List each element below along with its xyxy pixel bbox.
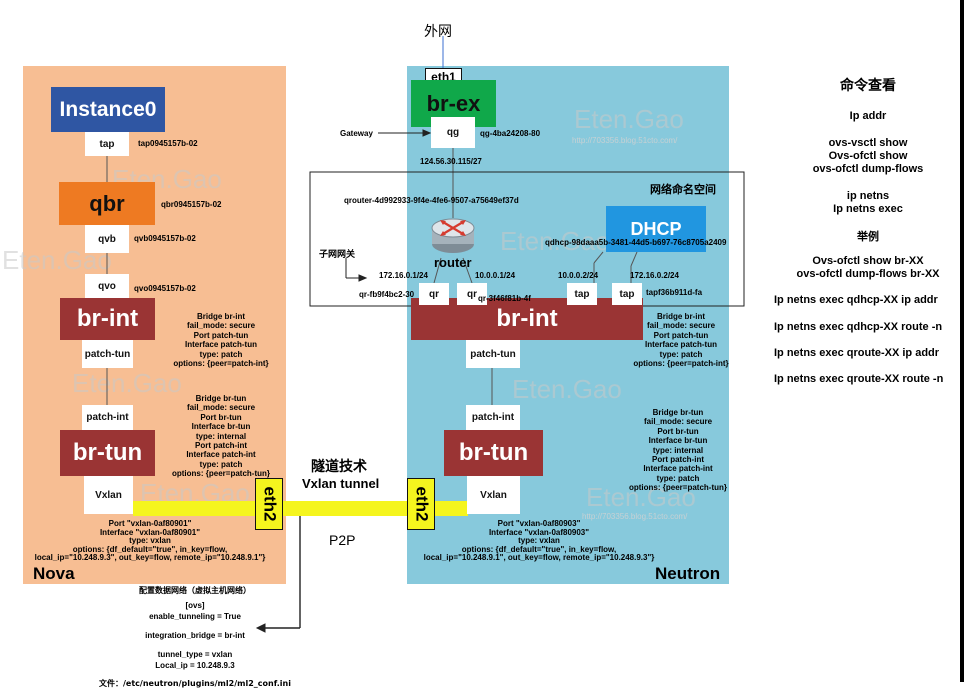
link-dhcp-tap2 bbox=[630, 251, 638, 267]
namespace-title: 网络命名空间 bbox=[650, 183, 716, 196]
nova-tap-port[interactable]: tap bbox=[85, 132, 129, 156]
qg-port[interactable]: qg bbox=[431, 117, 475, 148]
subnet-gateway-label: 子网网关 bbox=[319, 250, 356, 260]
link-dhcp-tap1 bbox=[593, 251, 604, 264]
nova-tap-id: tap0945157b-02 bbox=[138, 139, 198, 148]
tap2-id: tapf36b911d-fa bbox=[646, 288, 703, 297]
qg-id: qg-4ba24208-80 bbox=[480, 129, 541, 138]
config-note: 配置数据网络（虚拟主机网络） [ovs] enable_tunneling = … bbox=[80, 585, 310, 689]
nova-patch-tun[interactable]: patch-tun bbox=[82, 340, 133, 368]
cmd-example-4: Ip netns exec qroute-XX route -n bbox=[774, 373, 944, 385]
qbr-id: qbr0945157b-02 bbox=[161, 200, 222, 209]
ip-tap1: 10.0.0.2/24 bbox=[558, 271, 599, 280]
nova-patch-int[interactable]: patch-int bbox=[82, 405, 133, 430]
cmd-group-4: 举例 bbox=[857, 230, 879, 243]
dhcp-box[interactable]: DHCP bbox=[606, 206, 706, 252]
gateway-arrow-head bbox=[422, 129, 432, 137]
gateway-label: Gateway bbox=[340, 129, 373, 138]
vxlan-tunnel-bar bbox=[133, 501, 468, 516]
tunnel-subtitle: Vxlan tunnel bbox=[302, 476, 380, 491]
qr1-port[interactable]: qr bbox=[419, 283, 449, 305]
qdhcp-id: qdhcp-98daaa5b-3481-44d5-b697-76c8705a24… bbox=[545, 238, 727, 247]
qvb-id: qvb0945157b-02 bbox=[134, 234, 196, 243]
nova-vxlan-port[interactable]: Vxlan bbox=[84, 476, 133, 514]
link-router-qr1 bbox=[433, 257, 442, 284]
qvo-port[interactable]: qvo bbox=[85, 274, 129, 298]
p2p-label: P2P bbox=[329, 532, 356, 548]
ip-tap2: 172.16.0.2/24 bbox=[630, 271, 679, 280]
qvb-port[interactable]: qvb bbox=[85, 225, 129, 253]
watermark-url: http://703356.blog.51cto.com/ bbox=[582, 512, 688, 521]
config-arrow-head bbox=[255, 623, 266, 633]
internet-label: 外网 bbox=[424, 24, 452, 40]
nova-br-int[interactable]: br-int bbox=[60, 298, 155, 340]
neutron-vxlan-config: Port "vxlan-0af80903"Interface "vxlan-0a… bbox=[423, 519, 655, 563]
tunnel-title: 隧道技术 bbox=[311, 459, 367, 475]
router-icon bbox=[431, 218, 475, 253]
watermark: Eten.Gao bbox=[72, 368, 182, 398]
watermark: Eten.Gao bbox=[500, 226, 610, 256]
right-edge-divider bbox=[960, 0, 964, 682]
router-label: router bbox=[434, 255, 472, 270]
cmd-group-1: Ip addr bbox=[849, 110, 887, 122]
nova-br-tun[interactable]: br-tun bbox=[60, 430, 155, 476]
watermark: Eten.Gao bbox=[586, 482, 696, 512]
link-router-qr2 bbox=[462, 257, 473, 284]
qvo-id: qvo0945157b-02 bbox=[134, 284, 196, 293]
neutron-patch-tun[interactable]: patch-tun bbox=[466, 340, 520, 368]
cmd-example-1: Ip netns exec qdhcp-XX ip addr bbox=[774, 294, 938, 306]
neutron-eth2[interactable]: eth2 bbox=[407, 478, 435, 530]
neutron-br-tun[interactable]: br-tun bbox=[444, 430, 543, 476]
qr1-id: qr-fb9f4bc2-30 bbox=[359, 290, 415, 299]
neutron-title: Neutron bbox=[655, 564, 721, 583]
nova-vxlan-config: Port "vxlan-0af80901"Interface "vxlan-0a… bbox=[34, 519, 266, 563]
ip-qr2: 10.0.0.1/24 bbox=[475, 271, 516, 280]
commands-title: 命令查看 bbox=[840, 78, 896, 94]
tap1-port[interactable]: tap bbox=[567, 283, 597, 305]
nova-eth2[interactable]: eth2 bbox=[255, 478, 283, 530]
cmd-example-3: Ip netns exec qroute-XX ip addr bbox=[774, 347, 940, 359]
instance-box[interactable]: Instance0 bbox=[51, 87, 165, 132]
watermark: Eten.Gao bbox=[574, 104, 684, 134]
watermark-url: http://703356.blog.51cto.com/ bbox=[572, 136, 678, 145]
cmd-example-2: Ip netns exec qdhcp-XX route -n bbox=[774, 321, 943, 333]
tap2-port[interactable]: tap bbox=[612, 283, 642, 305]
neutron-patch-int[interactable]: patch-int bbox=[466, 405, 520, 430]
ip-qr1: 172.16.0.1/24 bbox=[379, 271, 428, 280]
subnet-arrow-head bbox=[358, 274, 368, 282]
neutron-vxlan-port[interactable]: Vxlan bbox=[467, 476, 520, 514]
qr2-id: qr-3f46f81b-4f bbox=[478, 294, 531, 303]
public-ip: 124.56.30.115/27 bbox=[420, 157, 482, 166]
qbr-bridge[interactable]: qbr bbox=[59, 182, 155, 225]
neutron-br-int[interactable]: br-int bbox=[411, 298, 643, 340]
config-note-title: 配置数据网络（虚拟主机网络） bbox=[139, 586, 251, 595]
nova-title: Nova bbox=[33, 564, 75, 583]
watermark: Eten.Gao bbox=[512, 374, 622, 404]
qrouter-id: qrouter-4d992933-9f4e-4fe6-9507-a75649ef… bbox=[344, 196, 519, 205]
qr2-port[interactable]: qr bbox=[457, 283, 487, 305]
